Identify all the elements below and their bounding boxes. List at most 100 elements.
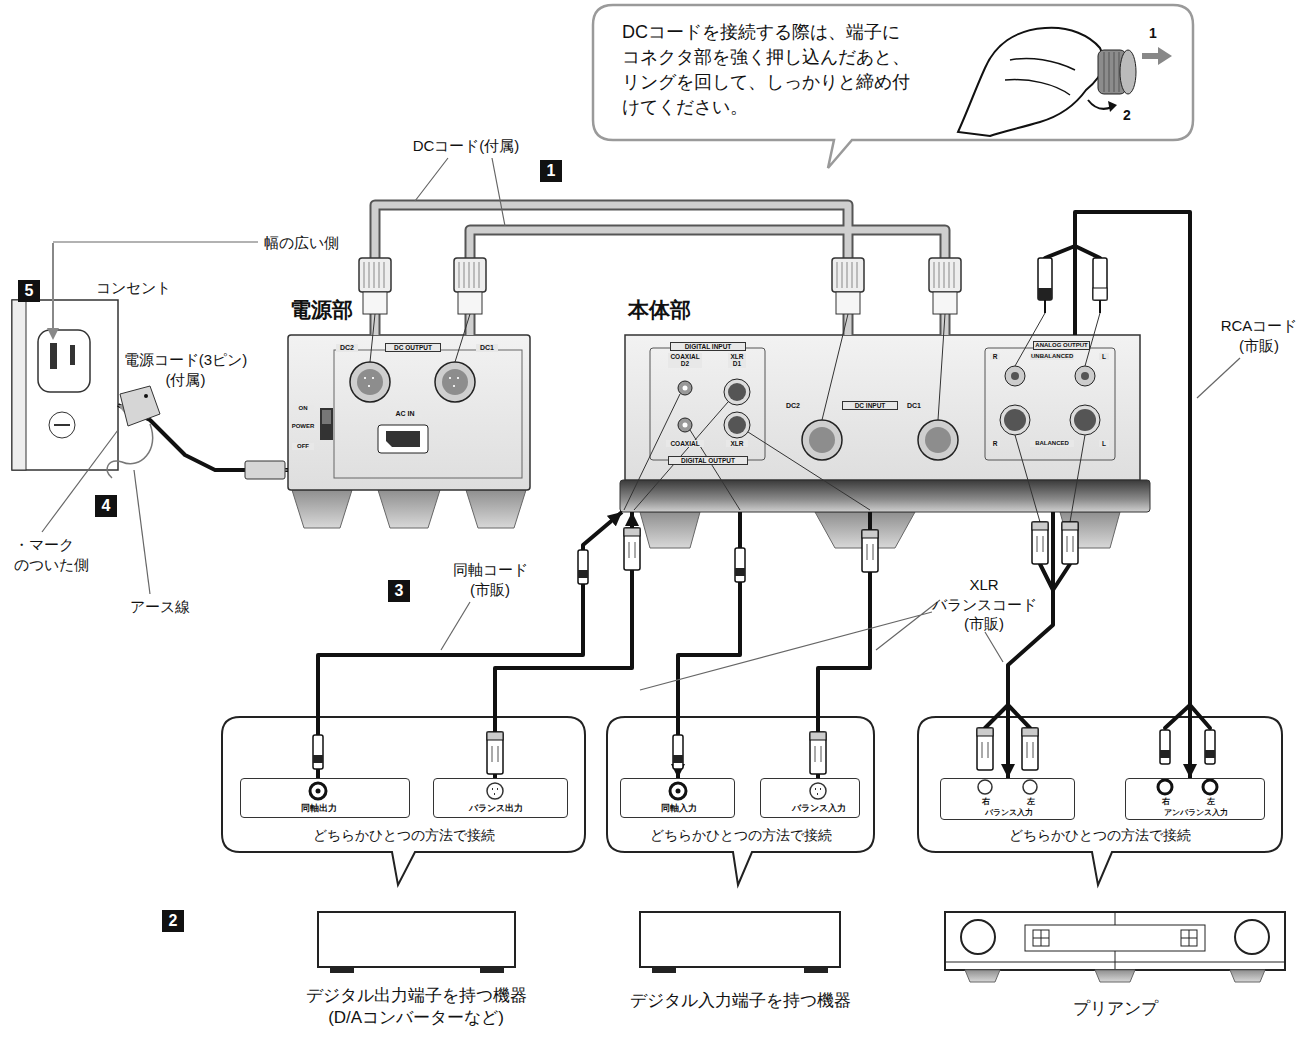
xlr-plug <box>810 732 826 774</box>
node-text: 同軸出力 <box>269 804 369 814</box>
node-text: デジタル入力端子を持つ機器 <box>610 990 870 1012</box>
main-unit-drawing <box>728 383 746 401</box>
preamp-drawing <box>1025 925 1205 951</box>
main-unit-drawing <box>1011 372 1019 380</box>
leader-line <box>624 394 870 510</box>
power-unit-drawing <box>288 335 530 490</box>
main-unit-drawing <box>918 420 958 460</box>
hand-illustration <box>958 28 1106 136</box>
cable-label: RCAコード (市販) <box>1212 316 1306 355</box>
node-text: バランス入力 <box>769 804 869 814</box>
device-drawing <box>652 967 676 973</box>
xlr-plug <box>1032 522 1048 564</box>
cord-outline <box>470 230 945 335</box>
xlr-plug <box>1022 728 1038 770</box>
power-unit-drawing <box>435 362 475 402</box>
hand-illustration <box>1158 47 1172 65</box>
speech-bubble <box>607 717 874 885</box>
xlr-plug <box>624 528 640 570</box>
jack-symbol <box>492 789 498 794</box>
main-unit-drawing <box>620 335 1150 548</box>
label-leader <box>42 430 118 532</box>
preamp-drawing <box>945 912 1285 970</box>
cable-label: 電源コード(3ピン) (付属) <box>118 350 253 389</box>
dc-plug <box>832 258 864 314</box>
main-unit-drawing <box>620 480 1150 512</box>
node-text: バランス入力 <box>959 808 1059 817</box>
callout-bubble <box>593 5 1193 168</box>
power-unit-drawing <box>322 410 331 424</box>
cable-connector <box>1008 512 1053 778</box>
label-leader <box>42 158 1240 690</box>
hand-illustration <box>1108 101 1117 112</box>
rca-plug <box>735 548 745 582</box>
rca-plug <box>578 550 588 584</box>
rca-plug <box>673 735 683 769</box>
rca-plug <box>313 735 323 769</box>
main-unit-drawing <box>985 348 1115 460</box>
wall-outlet <box>38 330 90 392</box>
power-unit-drawing <box>386 431 420 447</box>
note-label: ・マーク のついた側 <box>14 535 96 574</box>
main-unit-drawing <box>678 381 692 395</box>
terminal-label: DC2 <box>336 344 358 352</box>
rca-plug <box>313 258 1215 769</box>
power-plug <box>107 424 153 478</box>
wall-outlet <box>70 345 75 365</box>
terminal-label: DIGITAL INPUT <box>670 342 746 351</box>
terminal-label: AC IN <box>388 410 422 418</box>
hand-illustration <box>1142 53 1160 59</box>
jack-symbol <box>810 783 826 799</box>
node-text: 右 <box>1159 797 1173 806</box>
jack-symbol <box>978 780 992 794</box>
terminal-label: XLR <box>726 440 748 447</box>
wall-outlet: コンセント <box>12 300 118 470</box>
wall-outlet <box>50 343 57 369</box>
power-plug <box>144 394 148 398</box>
jack-symbol <box>316 789 321 794</box>
node-text: プリアンプ <box>1055 998 1175 1020</box>
leader-line <box>370 314 945 420</box>
cable-branch <box>1040 564 1070 590</box>
preamp-drawing <box>1033 930 1049 946</box>
hand-illustration <box>1120 50 1136 94</box>
callout-bubble: DCコードを接続する際は、端子に コネクタ部を強く押し込んだあと、 リングを回し… <box>593 5 1193 140</box>
power-unit-drawing <box>466 490 526 528</box>
terminal-group: 右左バランス入力 <box>940 778 1075 820</box>
power-unit-drawing <box>334 350 522 478</box>
jack-symbol <box>1158 780 1172 794</box>
terminal-label: DC1 <box>476 344 498 352</box>
digital-input-device: デジタル入力端子を持つ機器 <box>640 912 840 967</box>
main-unit-drawing <box>678 418 692 432</box>
speech-bubble <box>222 717 585 885</box>
dc-cord <box>375 205 848 335</box>
unit-heading: 本体部 <box>628 296 708 323</box>
power-unit-drawing <box>350 362 390 402</box>
dc-cord <box>470 230 945 335</box>
label-leader <box>441 602 470 650</box>
speech-bubble: 右左バランス入力右左アンバランス入力どちらかひとつの方法で接続 <box>918 717 1282 852</box>
terminal-group: バランス出力 <box>433 778 568 818</box>
step-number: 3 <box>388 580 410 602</box>
jack-symbol <box>487 783 503 799</box>
terminal-group: 同軸入力 <box>620 778 735 818</box>
digital-output-device: デジタル出力端子を持つ機器 (D/Aコンバーターなど) <box>318 912 515 967</box>
rca-plug <box>1038 288 1052 300</box>
hand-illustration <box>1104 52 1119 92</box>
hand-illustration <box>1005 58 1075 95</box>
step-number: 5 <box>18 280 40 302</box>
power-unit-drawing <box>442 369 468 395</box>
terminal-label: DC1 <box>903 402 925 410</box>
terminal-group: 右左アンバランス入力 <box>1125 778 1265 820</box>
label-leader <box>134 470 150 594</box>
leader-line <box>1015 313 1100 366</box>
main-unit-drawing <box>1005 366 1025 386</box>
terminal-label: UNBALANCED <box>1030 353 1074 360</box>
preamp-drawing <box>965 970 1000 982</box>
label-leader <box>53 241 258 242</box>
cable-branch <box>1045 246 1100 258</box>
terminal-label: L <box>1099 440 1109 447</box>
main-unit-drawing <box>1000 405 1030 435</box>
jack-symbol <box>1203 780 1217 794</box>
